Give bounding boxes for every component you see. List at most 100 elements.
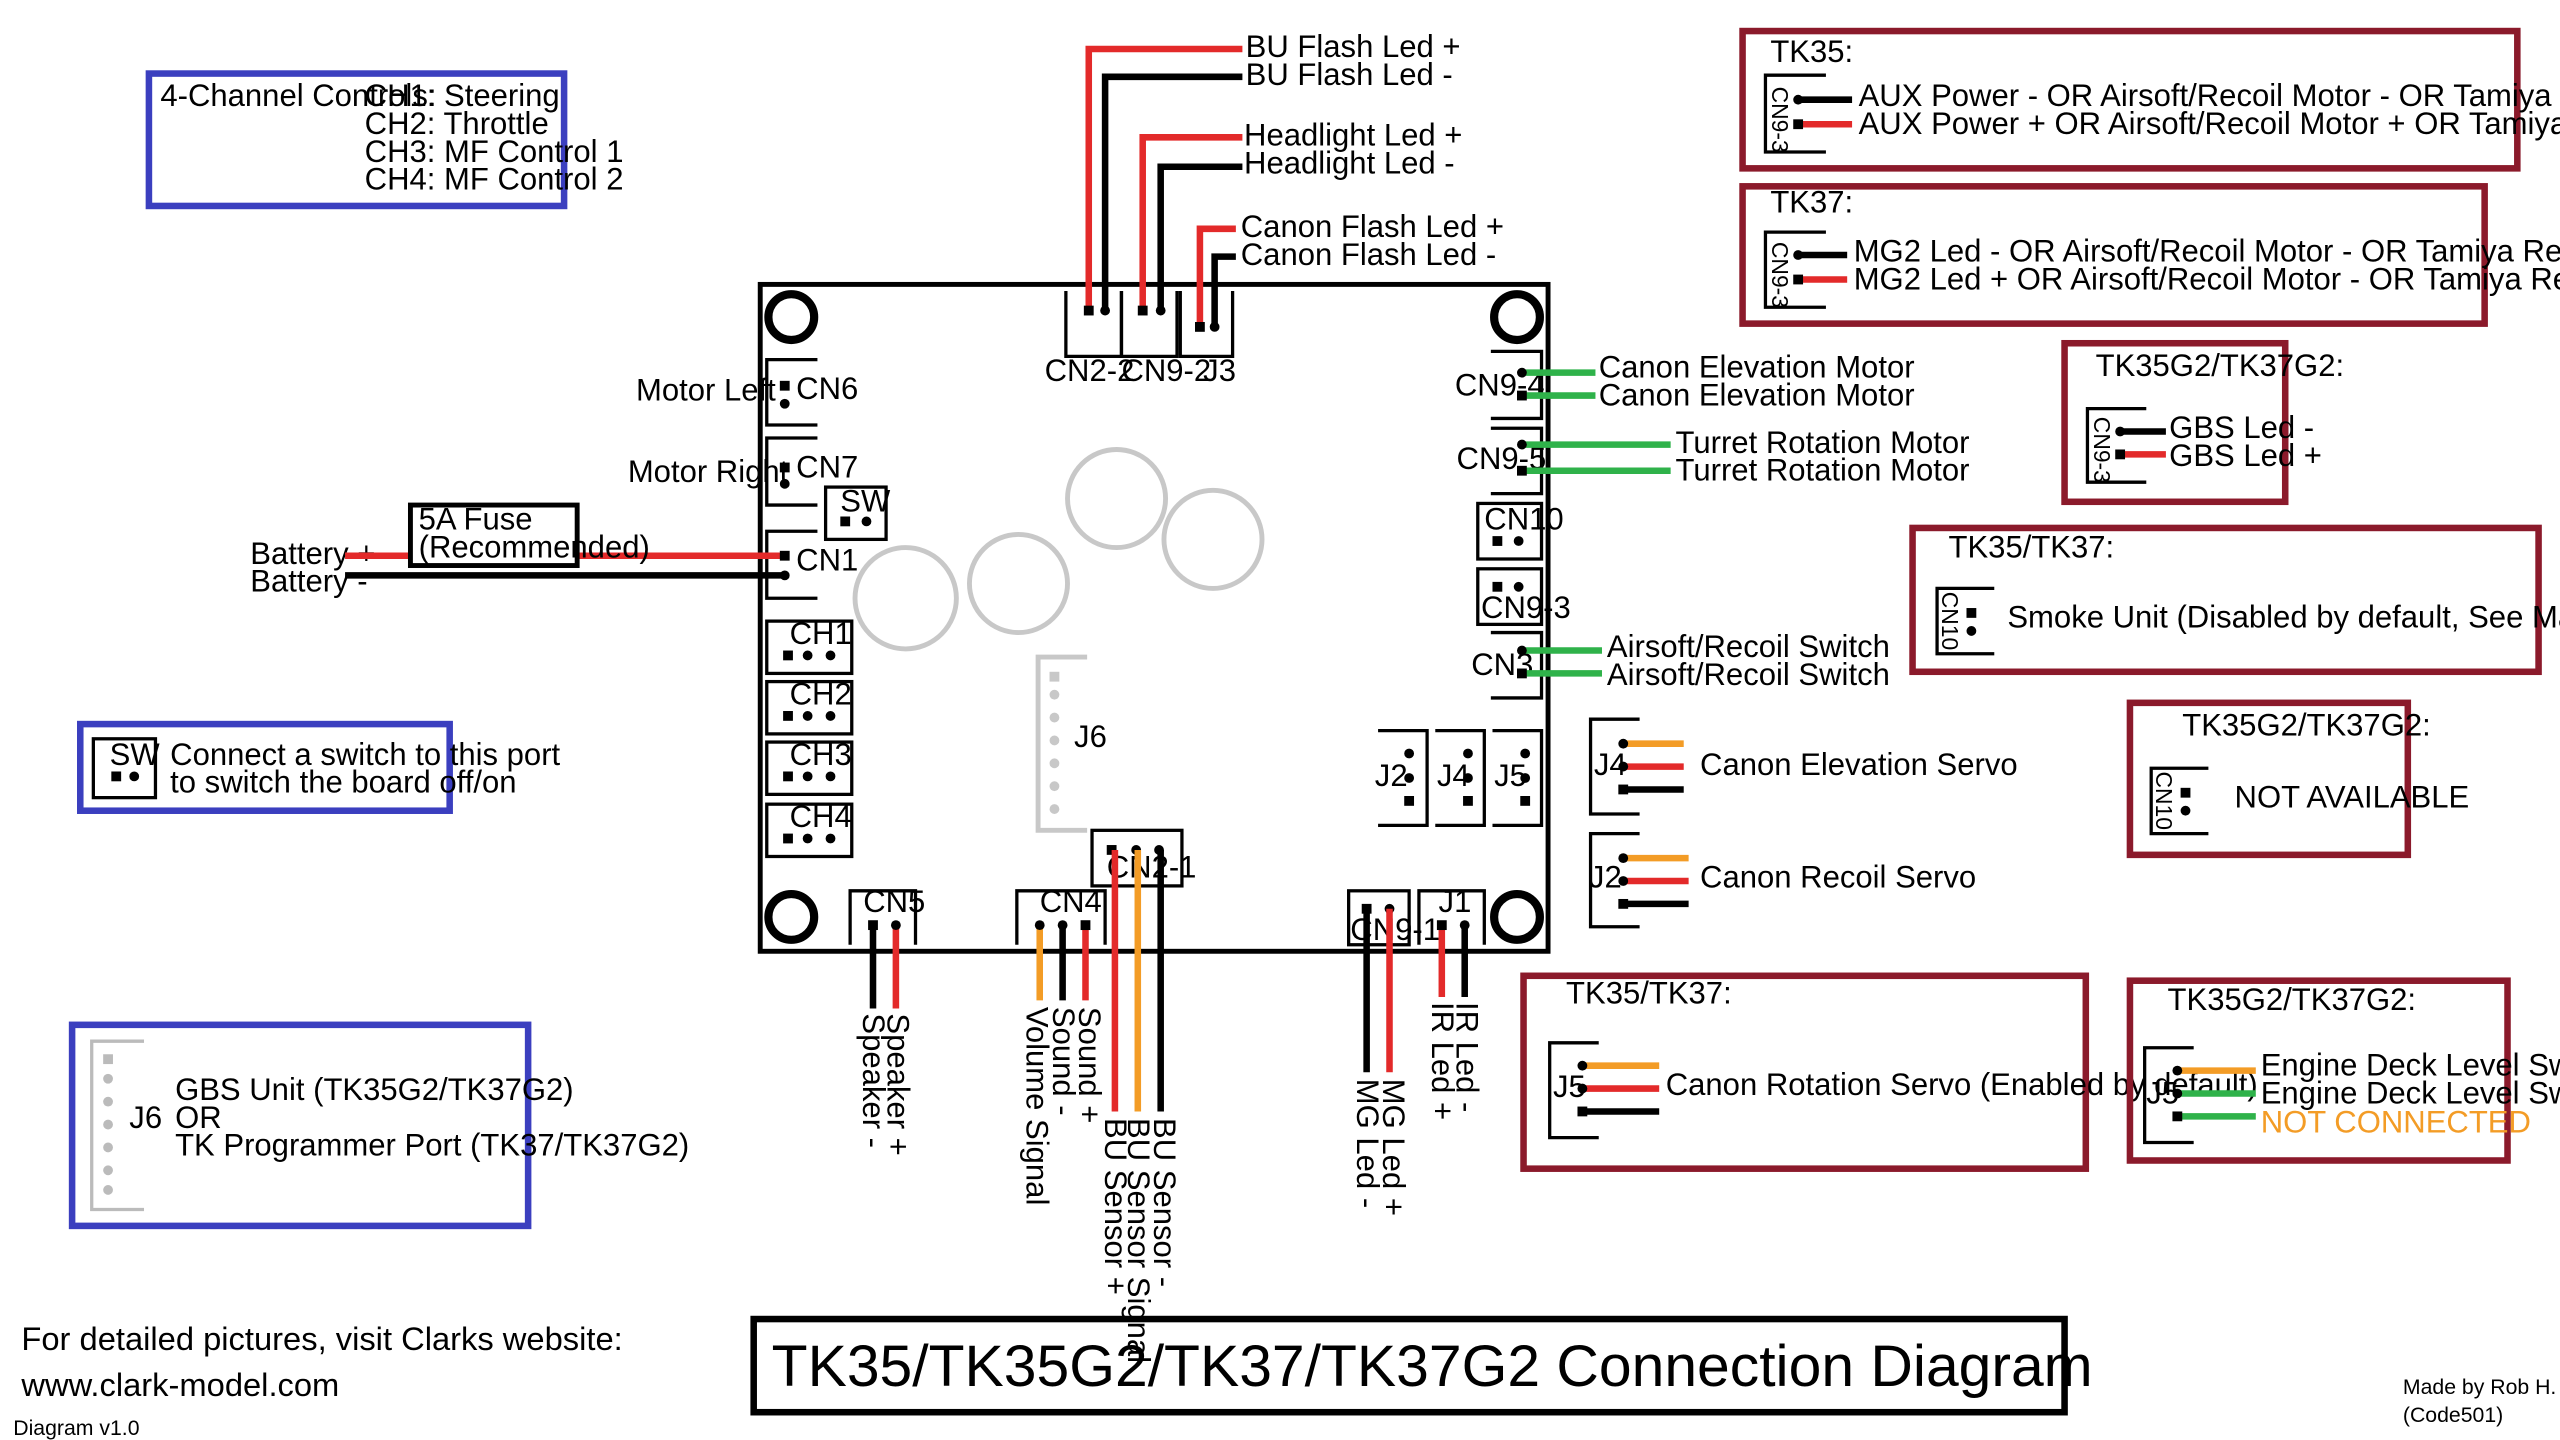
j1-connector: J1 xyxy=(1417,884,1486,945)
headlight-plus-label: Headlight Led + xyxy=(1244,117,1462,152)
svg-text:TK35:: TK35: xyxy=(1770,34,1853,69)
svg-text:Canon Rotation Servo (Enabled: Canon Rotation Servo (Enabled by default… xyxy=(1666,1067,2258,1102)
svg-text:MG2 Led - OR Airsoft/Recoil Mo: MG2 Led - OR Airsoft/Recoil Motor - OR T… xyxy=(1854,234,2560,269)
elevation-motor-label-2: Canon Elevation Motor xyxy=(1599,377,1915,412)
svg-text:TK35/TK37:: TK35/TK37: xyxy=(1566,976,1732,1011)
bu-flash-minus-label: BU Flash Led - xyxy=(1246,57,1453,92)
cn9-3-connector: CN9-3 xyxy=(1476,567,1571,627)
top-wires xyxy=(1085,45,1243,327)
svg-text:TK35G2/TK37G2:: TK35G2/TK37G2: xyxy=(2096,348,2345,383)
title-box xyxy=(750,1315,2068,1416)
bottom-wires xyxy=(869,849,1468,1112)
airsoft-switch-label-1: Airsoft/Recoil Switch xyxy=(1607,629,1890,664)
controls-ch1: CH1: Steering xyxy=(365,78,560,113)
svg-text:CH1: CH1 xyxy=(790,616,852,651)
j2-connector: J2 xyxy=(1375,728,1429,828)
svg-text:CN2-2: CN2-2 xyxy=(1045,353,1135,388)
svg-text:CN5: CN5 xyxy=(863,884,925,919)
turret-rotation-label-2: Turret Rotation Motor xyxy=(1676,453,1970,488)
svg-text:Engine Deck Level Switch: Engine Deck Level Switch xyxy=(2261,1048,2560,1083)
svg-text:SW: SW xyxy=(840,484,891,519)
cn9-2-connector: CN9-2 xyxy=(1119,290,1211,388)
motor-left-label: Motor Left xyxy=(636,372,776,407)
svg-text:CN10: CN10 xyxy=(2151,771,2177,829)
tk35-tk37-rotation-box: TK35/TK37: J5 Canon Rotation Servo (Enab… xyxy=(1520,972,2258,1172)
j6-info-line1: GBS Unit (TK35G2/TK37G2) xyxy=(175,1072,574,1107)
turret-rotation-label-1: Turret Rotation Motor xyxy=(1676,425,1970,460)
elevation-motor-label-1: Canon Elevation Motor xyxy=(1599,350,1915,385)
visit-text: For detailed pictures, visit Clarks webs… xyxy=(21,1320,622,1357)
cn7-connector: CN7 xyxy=(765,436,858,507)
svg-text:CN6: CN6 xyxy=(796,371,858,406)
svg-text:Engine Deck Level Switch: Engine Deck Level Switch xyxy=(2261,1075,2560,1110)
j6-info-line3: TK Programmer Port (TK37/TK37G2) xyxy=(175,1128,689,1163)
board-outline xyxy=(757,281,1551,954)
sw-connector-label: SW xyxy=(110,737,161,772)
mounting-holes xyxy=(764,290,1544,944)
elevation-servo-label: Canon Elevation Servo xyxy=(1700,747,2018,782)
svg-text:TK35G2/TK37G2:: TK35G2/TK37G2: xyxy=(2168,982,2417,1017)
svg-text:GBS Led +: GBS Led + xyxy=(2169,438,2322,473)
svg-text:AUX Power - OR Airsoft/Recoil: AUX Power - OR Airsoft/Recoil Motor - OR… xyxy=(1859,78,2560,113)
not-connected-label: NOT CONNECTED xyxy=(2261,1105,2531,1140)
sw-info-line1: Connect a switch to this port xyxy=(170,737,560,772)
svg-text:J1: J1 xyxy=(1439,884,1472,919)
battery-wires xyxy=(345,550,790,581)
controls-box xyxy=(145,70,568,210)
svg-text:J3: J3 xyxy=(1203,353,1236,388)
cn6-connector: CN6 xyxy=(765,357,858,427)
bu-sensor-plus-label: BU Sensor + xyxy=(1098,1118,1133,1295)
recoil-servo-label: Canon Recoil Servo xyxy=(1700,860,1976,895)
ch3-connector: CH3 xyxy=(765,737,854,797)
svg-text:J6: J6 xyxy=(1074,719,1107,754)
j5-connector: J5 xyxy=(1492,728,1544,828)
svg-text:CN7: CN7 xyxy=(796,449,858,484)
motor-right-label: Motor Right xyxy=(628,454,789,489)
bu-sensor-signal-label: BU Sensor Signal xyxy=(1121,1118,1156,1363)
svg-text:CH2: CH2 xyxy=(790,676,852,711)
credit-line1: Made by Rob H. xyxy=(2403,1375,2556,1399)
diagram-version: Diagram v1.0 xyxy=(13,1416,139,1440)
svg-text:Smoke Unit (Disabled by defaul: Smoke Unit (Disabled by default, See Man… xyxy=(2007,600,2560,635)
cn9-5-connector: CN9-5 xyxy=(1457,426,1546,496)
bu-sensor-minus-label: BU Sensor - xyxy=(1147,1118,1182,1287)
tk35-tk37-smoke-box: TK35/TK37: CN10 Smoke Unit (Disabled by … xyxy=(1909,524,2560,676)
fuse-label-line2: (Recommended) xyxy=(419,529,650,564)
j6-info-box xyxy=(68,1021,532,1230)
svg-text:AUX Power + OR Airsoft/Recoil: AUX Power + OR Airsoft/Recoil Motor + OR… xyxy=(1859,106,2560,141)
controls-ch2: CH2: Throttle xyxy=(365,106,549,141)
svg-text:CN10: CN10 xyxy=(1484,502,1563,537)
svg-text:CN9-3: CN9-3 xyxy=(1481,590,1571,625)
g2-gbs-box: TK35G2/TK37G2: CN9-3 GBS Led - GBS Led + xyxy=(2061,339,2345,506)
capacitors xyxy=(852,447,1265,652)
diagram-title: TK35/TK35G2/TK37/TK37G2 Connection Diagr… xyxy=(772,1334,2093,1399)
svg-text:NOT AVAILABLE: NOT AVAILABLE xyxy=(2235,779,2470,814)
volume-signal-label: Volume Signal xyxy=(1020,1007,1055,1206)
airsoft-switch-label-2: Airsoft/Recoil Switch xyxy=(1607,657,1890,692)
j4-connector: J4 xyxy=(1435,728,1486,828)
fuse-label-line1: 5A Fuse xyxy=(419,502,533,537)
cn10-connector: CN10 xyxy=(1476,502,1564,561)
svg-text:CN2-1: CN2-1 xyxy=(1107,850,1197,885)
cn1-connector: CN1 xyxy=(765,529,858,600)
tk37-box: TK37: CN9-3 MG2 Led - OR Airsoft/Recoil … xyxy=(1739,183,2560,327)
headlight-minus-label: Headlight Led - xyxy=(1244,145,1455,180)
svg-text:TK37:: TK37: xyxy=(1770,184,1853,219)
sw-connector: SW xyxy=(823,484,891,542)
j6-info-label: J6 xyxy=(129,1100,162,1135)
svg-text:TK35G2/TK37G2:: TK35G2/TK37G2: xyxy=(2182,708,2431,743)
ir-led-plus-label: IR Led + xyxy=(1425,1002,1460,1120)
svg-text:MG2 Led + OR Airsoft/Recoil Mo: MG2 Led + OR Airsoft/Recoil Motor - OR T… xyxy=(1854,261,2560,296)
canon-flash-plus-label: Canon Flash Led + xyxy=(1241,209,1504,244)
speaker-plus-label: Speaker + xyxy=(881,1013,916,1155)
sound-plus-label: Sound + xyxy=(1072,1007,1107,1124)
sw-info-box xyxy=(77,720,453,814)
right-wires xyxy=(1525,369,1671,677)
svg-text:CN9-3: CN9-3 xyxy=(1767,87,1793,153)
svg-text:CN10: CN10 xyxy=(1937,592,1963,650)
j3-connector: J3 xyxy=(1178,290,1236,388)
sw-connector-icon xyxy=(91,737,158,800)
j6-connector-icon xyxy=(90,1039,145,1212)
svg-text:CN1: CN1 xyxy=(796,542,858,577)
